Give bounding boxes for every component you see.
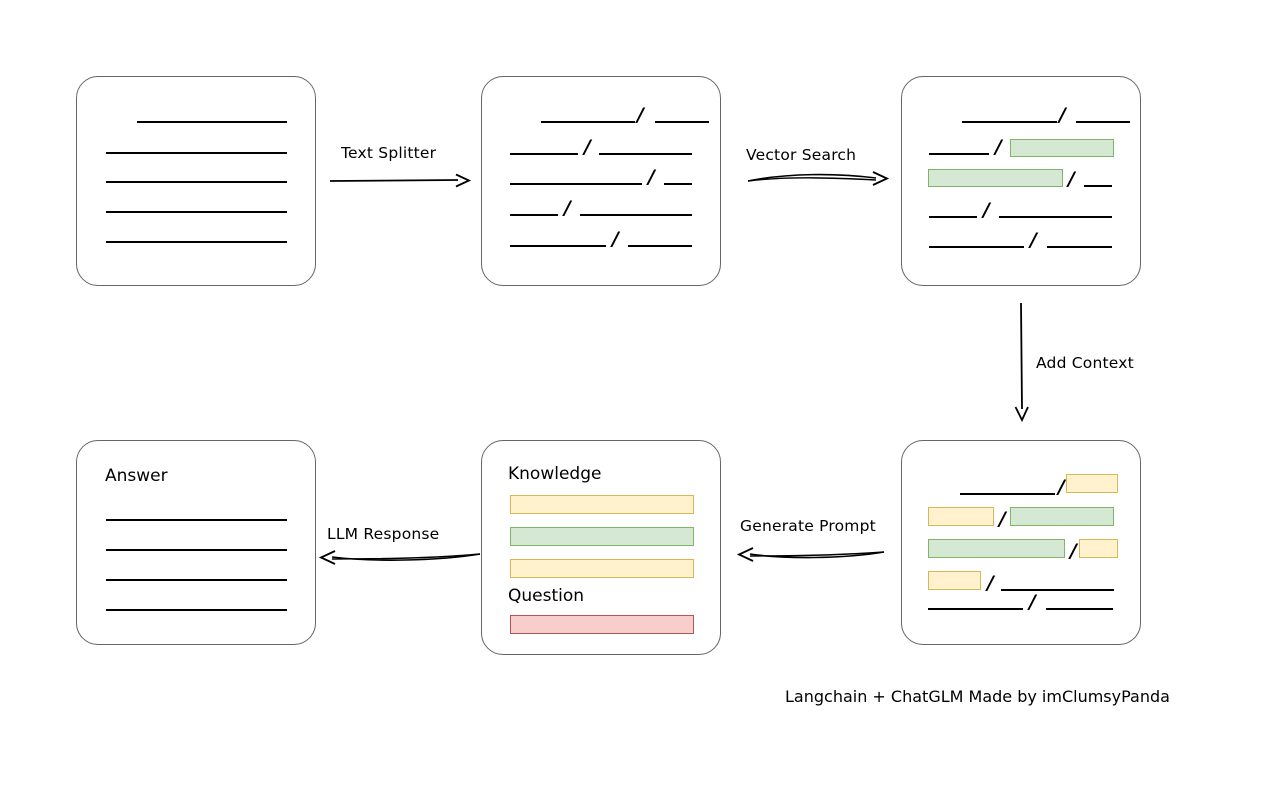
document-line: [510, 245, 606, 247]
document-line: [541, 121, 635, 123]
document-line: [929, 216, 977, 218]
document-line: [628, 245, 692, 247]
arrow-llm-response: [318, 548, 481, 566]
document-line: [928, 608, 1023, 610]
document-line: [106, 211, 287, 213]
split-slash: /: [1058, 476, 1065, 498]
retrieved-chunk: [1010, 507, 1114, 526]
context-chunk: [1079, 539, 1118, 558]
arrow-generate-prompt: [736, 545, 885, 563]
retrieved-chunk: [928, 169, 1063, 187]
retrieved-chunk: [1010, 139, 1114, 157]
context-chunk: [928, 507, 994, 526]
prompt-box: Knowledge Question: [481, 440, 721, 655]
split-slash: /: [1029, 591, 1036, 613]
footer-credit: Langchain + ChatGLM Made by imClumsyPand…: [785, 687, 1170, 706]
question-bar: [510, 615, 694, 634]
document-line: [106, 152, 287, 154]
split-slash: /: [983, 199, 990, 221]
split-slash: /: [1070, 540, 1077, 562]
edge-label-vector-search: Vector Search: [746, 146, 857, 164]
answer-line: [106, 609, 287, 611]
document-line: [1046, 608, 1113, 610]
question-label: Question: [508, 586, 585, 606]
split-slash: /: [612, 228, 619, 250]
context-chunk: [928, 571, 981, 590]
arrow-vector-search: [747, 170, 890, 188]
retrieved-chunk: [928, 539, 1065, 558]
knowledge-label: Knowledge: [508, 464, 602, 484]
split-slash: /: [637, 104, 644, 126]
split-slash: /: [987, 572, 994, 594]
source-document-box: [76, 76, 316, 286]
answer-line: [106, 519, 287, 521]
document-line: [1001, 589, 1114, 591]
knowledge-bar: [510, 495, 694, 514]
split-slash: /: [1068, 168, 1075, 190]
split-slash: /: [999, 508, 1006, 530]
document-line: [1084, 185, 1112, 187]
document-line: [106, 241, 287, 243]
context-document-box: / / / / /: [901, 440, 1141, 645]
arrow-add-context: [1013, 302, 1031, 423]
document-line: [655, 121, 709, 123]
knowledge-bar: [510, 527, 694, 546]
document-line: [510, 183, 642, 185]
answer-line: [106, 579, 287, 581]
edge-label-text-splitter: Text Splitter: [341, 144, 437, 162]
answer-box: Answer: [76, 440, 316, 645]
answer-label: Answer: [105, 466, 168, 486]
document-line: [1076, 121, 1130, 123]
document-line: [510, 214, 558, 216]
document-line: [929, 246, 1024, 248]
split-slash: /: [1059, 104, 1066, 126]
context-chunk: [1066, 474, 1118, 493]
vector-search-document-box: / / / / /: [901, 76, 1141, 286]
document-line: [510, 153, 578, 155]
split-slash: /: [648, 166, 655, 188]
answer-line: [106, 549, 287, 551]
split-document-box: / / / / /: [481, 76, 721, 286]
document-line: [580, 214, 692, 216]
document-line: [960, 493, 1055, 495]
split-slash: /: [1030, 229, 1037, 251]
document-line: [106, 181, 287, 183]
document-line: [999, 216, 1112, 218]
split-slash: /: [564, 197, 571, 219]
document-line: [137, 121, 287, 123]
edge-label-generate-prompt: Generate Prompt: [740, 517, 876, 535]
document-line: [929, 153, 989, 155]
document-line: [1047, 246, 1112, 248]
arrow-text-splitter: [329, 173, 472, 189]
split-slash: /: [995, 136, 1002, 158]
document-line: [664, 183, 692, 185]
knowledge-bar: [510, 559, 694, 578]
edge-label-add-context: Add Context: [1036, 354, 1134, 372]
document-line: [599, 153, 692, 155]
split-slash: /: [584, 136, 591, 158]
edge-label-llm-response: LLM Response: [327, 525, 440, 543]
document-line: [962, 121, 1057, 123]
